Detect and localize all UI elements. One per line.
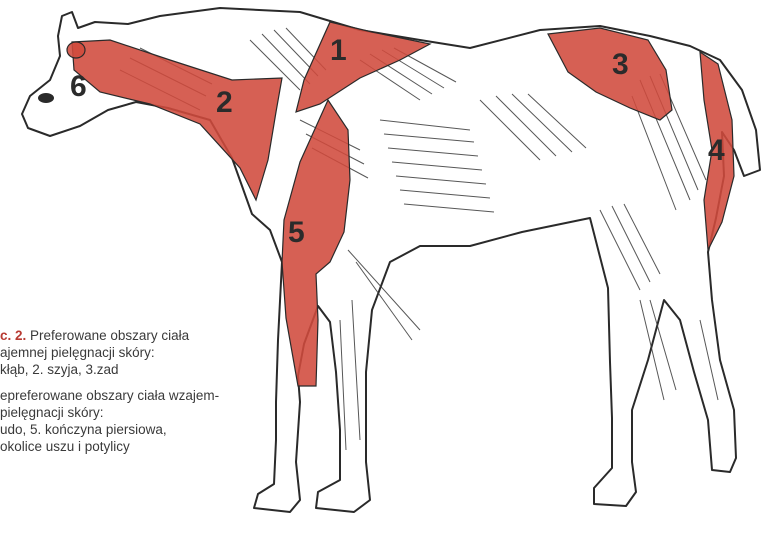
label-5: 5 bbox=[288, 216, 305, 249]
region-6-poll bbox=[67, 42, 85, 58]
label-1: 1 bbox=[330, 34, 347, 67]
caption-line-4: epreferowane obszary ciała wzajem- bbox=[0, 387, 300, 404]
caption-line-3: kłąb, 2. szyja, 3.zad bbox=[0, 361, 300, 378]
label-3: 3 bbox=[612, 48, 629, 81]
caption-figure-ref: c. 2. bbox=[0, 328, 26, 343]
caption-text-1: Preferowane obszary ciała bbox=[30, 328, 189, 343]
label-2: 2 bbox=[216, 86, 233, 119]
caption-line-1: c. 2. Preferowane obszary ciała bbox=[0, 327, 300, 344]
label-4: 4 bbox=[708, 134, 725, 167]
caption-line-6: udo, 5. kończyna piersiowa, bbox=[0, 421, 300, 438]
horse-eye bbox=[38, 93, 54, 103]
caption-line-5: pielęgnacji skóry: bbox=[0, 404, 300, 421]
caption-line-7: okolice uszu i potylicy bbox=[0, 438, 300, 455]
caption-line-2: ajemnej pielęgnacji skóry: bbox=[0, 344, 300, 361]
label-6: 6 bbox=[70, 70, 87, 103]
figure-caption: c. 2. Preferowane obszary ciała ajemnej … bbox=[0, 327, 300, 455]
